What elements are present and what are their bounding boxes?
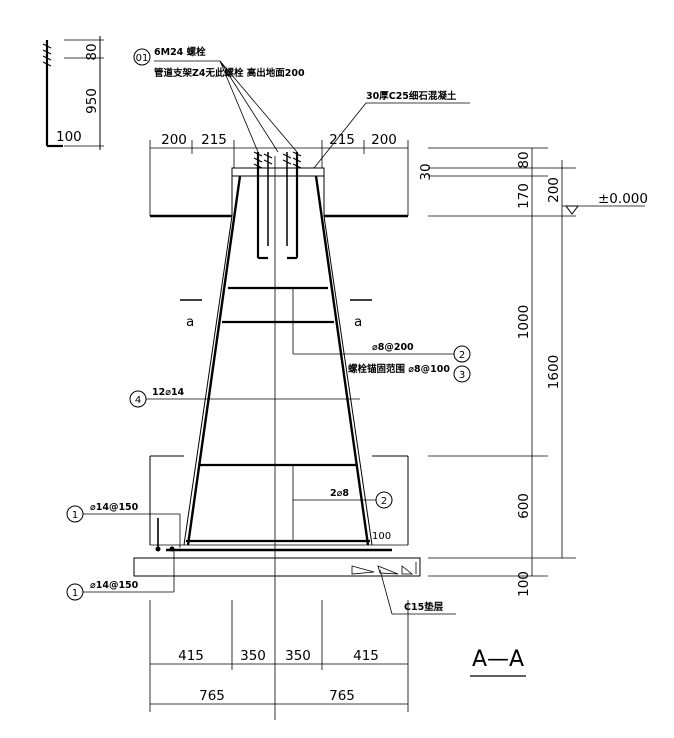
main-bar-left [186,175,242,546]
bolt-spec: 6M24 螺栓 [154,46,206,58]
dim-right-80: 80 [516,151,532,168]
main-bar-tag: 4 [135,395,141,406]
elevation-marker: ±0.000 [562,191,648,215]
bolt-thread-marks [253,151,302,169]
mesh-top-spec: ⌀14@150 [90,502,139,513]
dim-right-30: 30 [418,163,434,180]
mesh-bar-dot [169,546,175,552]
cut-marks: a a [180,299,372,330]
bolt-thread [42,43,52,67]
dim-right-200: 200 [546,177,562,203]
mesh-bottom-tag: 1 [72,588,78,599]
mesh-bottom-spec: ⌀14@150 [90,580,139,591]
section-title: A—A [470,647,526,677]
mesh-top-tag: 1 [72,510,78,521]
stirrup-spec: ⌀8@200 [372,342,414,353]
dim-detail-mid: 950 [84,88,100,114]
cushion-layer [133,557,421,577]
topping-callout: 30厚C25细石混凝土 [313,90,470,169]
dim-bottom-415-left: 415 [178,648,204,664]
dim-bottom-350-left: 350 [240,648,266,664]
bolt-note: 管道支架Z4无此螺栓 高出地面200 [154,67,305,79]
dim-top-left-outer: 200 [161,132,187,148]
bolt-tag: 01 [136,53,149,64]
dim-top-left-inner: 215 [201,132,227,148]
base-stirrup-tag: 2 [381,496,387,507]
right-dimensions: 80 30 170 200 1000 1600 600 100 [418,147,576,597]
cover-label: 100 [372,531,391,542]
section-title-text: A—A [472,647,524,672]
stirrup-tag: 2 [459,350,465,361]
elevation-label: ±0.000 [598,191,648,207]
pier-outline [133,167,421,577]
cut-mark-left: a [186,314,194,330]
topping-layer [231,167,325,177]
dim-bottom-765-right: 765 [329,688,355,704]
stirrup-dense-spec: 螺栓锚固范围 ⌀8@100 [348,363,450,375]
dim-bottom-350-right: 350 [285,648,311,664]
main-bar-spec: 12⌀14 [152,387,185,398]
dim-bottom-415-right: 415 [353,648,379,664]
top-dimensions: 200 215 215 200 [149,132,409,216]
main-bar-right [314,175,370,546]
rebar-cage [155,156,392,720]
dim-detail-bottom: 100 [56,129,82,145]
dim-detail-top: 80 [84,43,100,60]
mesh-bar-dot [155,546,161,552]
dim-right-1000: 1000 [516,305,532,339]
rebar-callouts: ⌀8@200 2 螺栓锚固范围 ⌀8@100 3 4 12⌀14 2⌀8 2 1… [66,288,471,601]
dim-right-1600: 1600 [546,355,562,389]
dim-bottom-765-left: 765 [199,688,225,704]
topping-note: 30厚C25细石混凝土 [366,90,457,102]
anchor-bolts [253,151,302,260]
bolt-length-detail: 80 950 100 [42,36,104,150]
bottom-dimensions: 415 350 350 415 765 765 [149,600,409,712]
bolt-callout: 01 6M24 螺栓 管道支架Z4无此螺栓 高出地面200 [133,46,305,153]
cushion-callout: C15垫层 [351,562,456,615]
dim-top-right-outer: 200 [371,132,397,148]
stirrup-dense-tag: 3 [459,370,465,381]
dim-right-600: 600 [516,493,532,519]
base-stirrup-spec: 2⌀8 [330,488,349,499]
cushion-note: C15垫层 [404,601,444,613]
cut-mark-right: a [354,314,362,330]
dim-right-100: 100 [516,571,532,597]
dim-top-right-inner: 215 [329,132,355,148]
tag-circle [133,48,151,66]
dim-right-170: 170 [516,183,532,209]
